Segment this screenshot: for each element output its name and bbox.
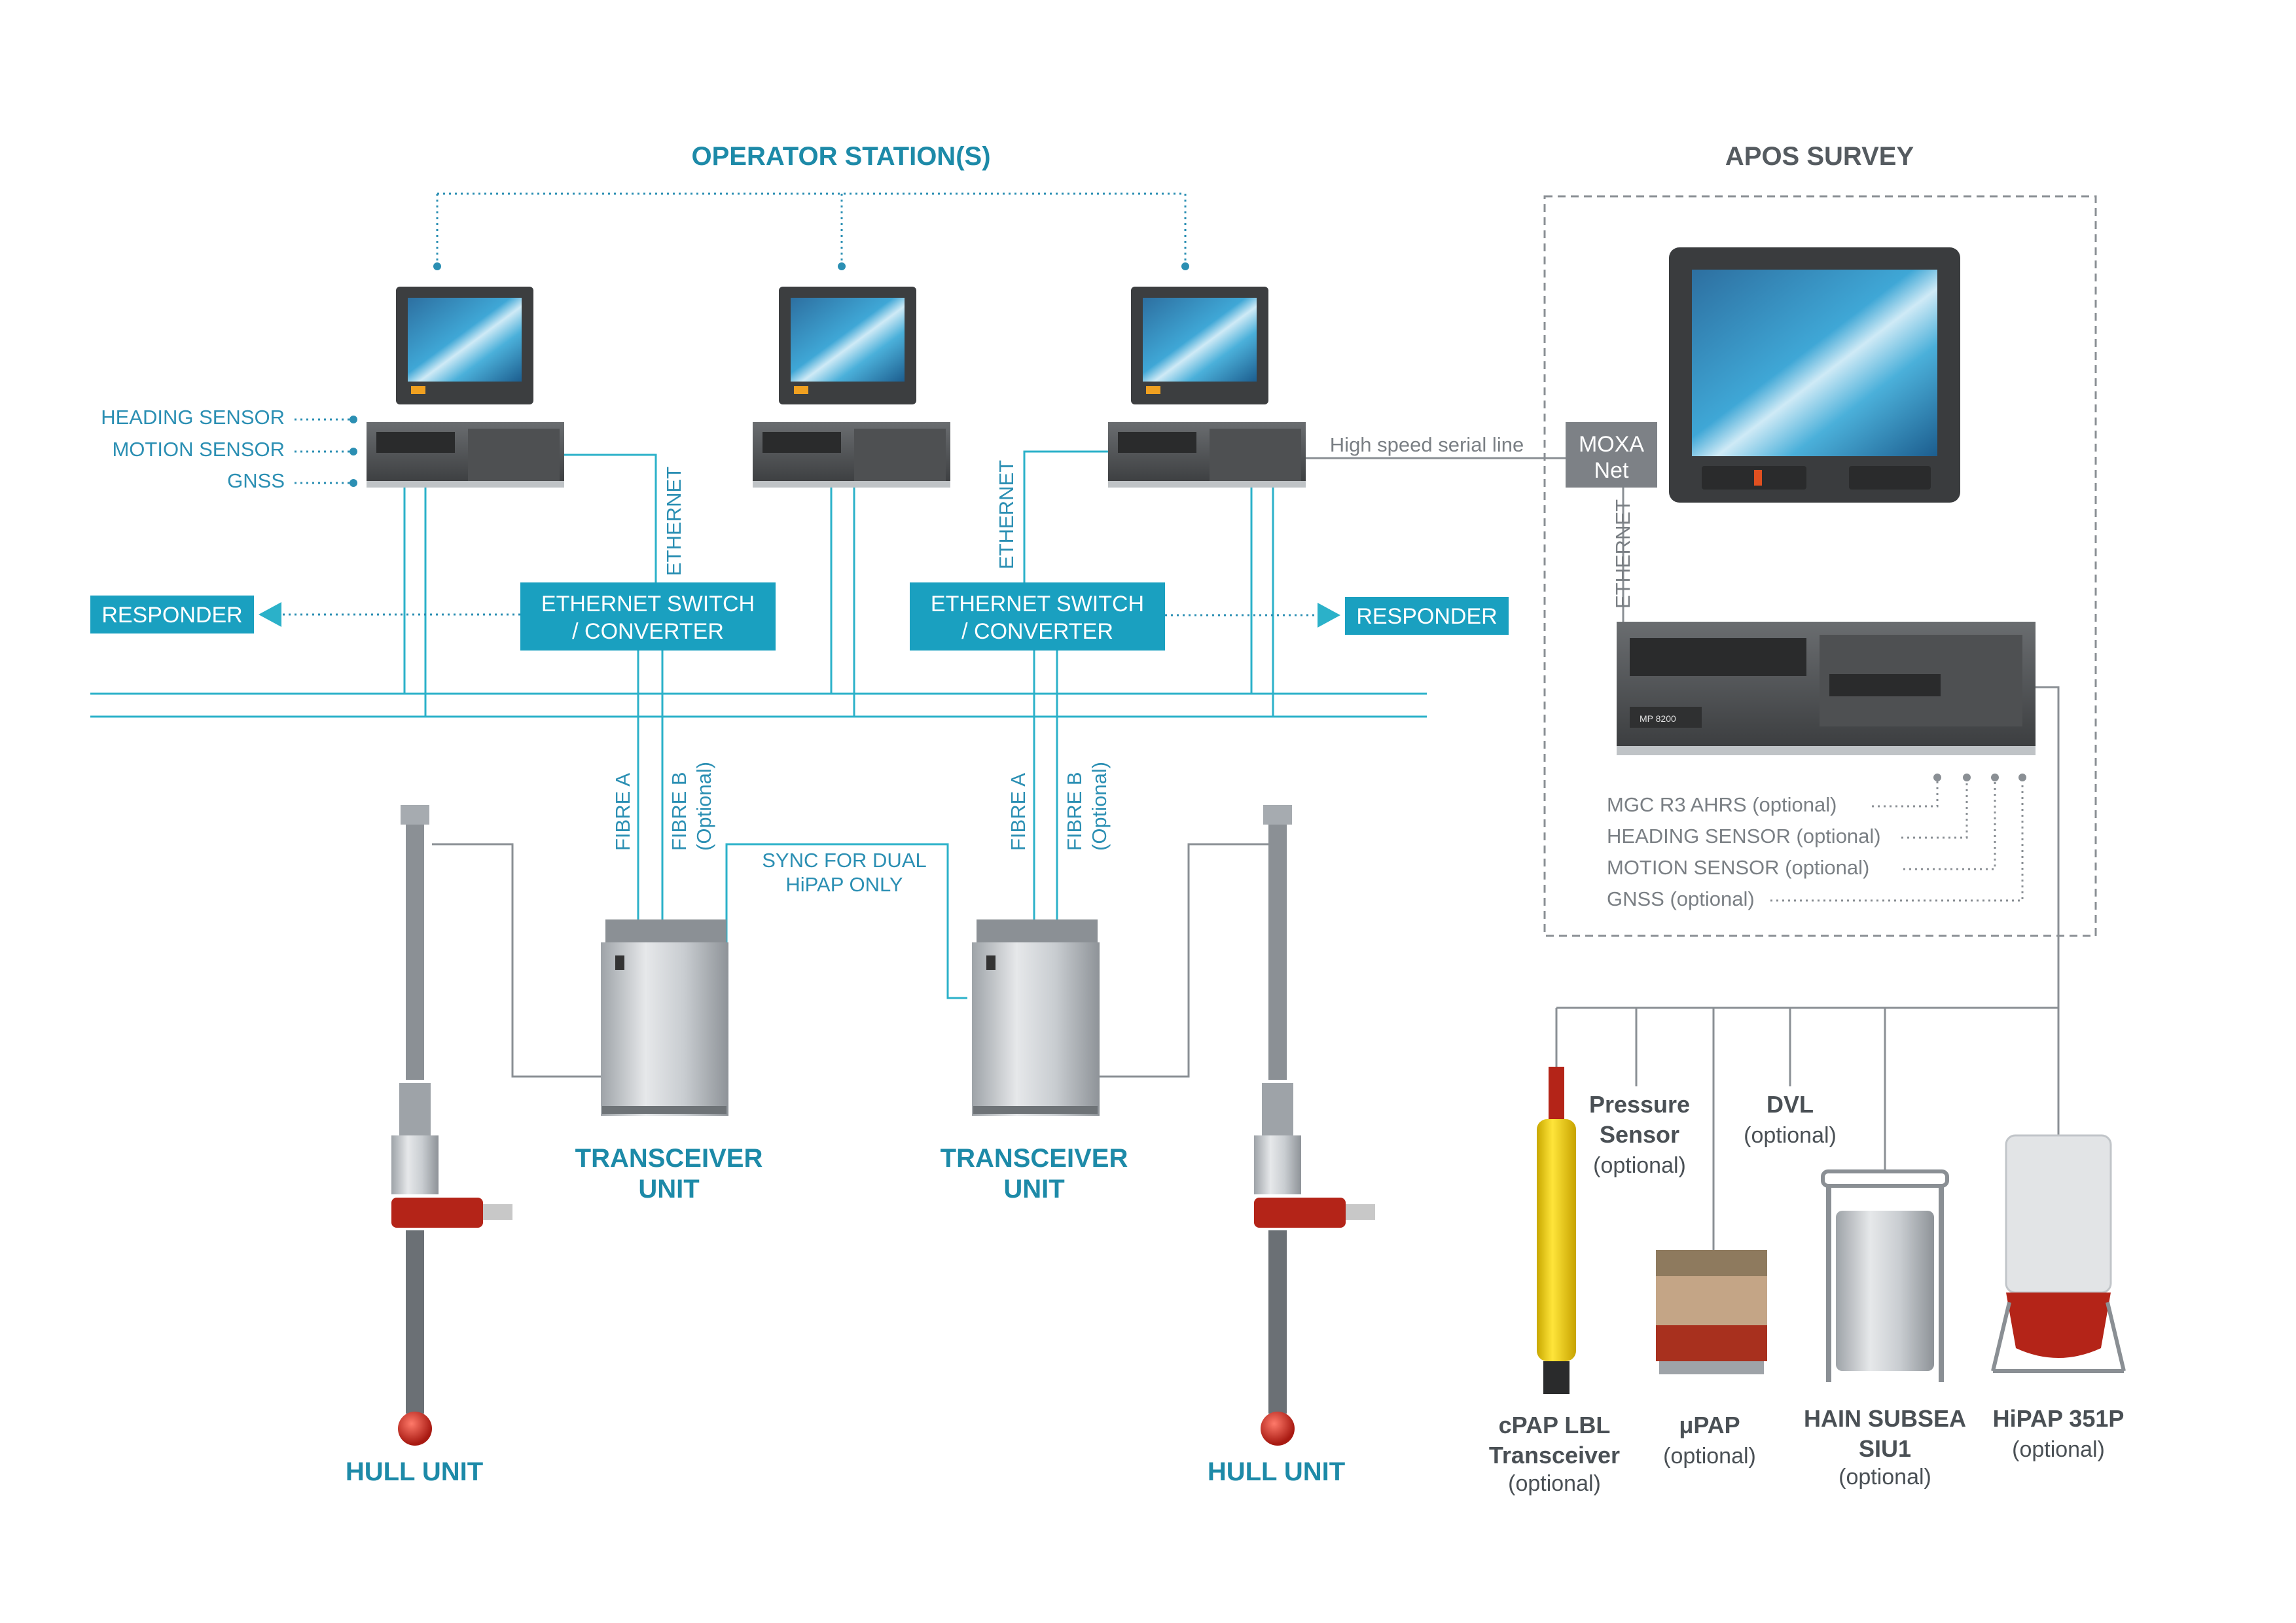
transceiver-right-label-2: UNIT bbox=[1003, 1175, 1064, 1204]
apos-input-mgc: MGC R3 AHRS (optional) bbox=[1607, 793, 1837, 816]
operator-station-2 bbox=[753, 287, 950, 488]
fibre-b-right: FIBRE B bbox=[1063, 772, 1086, 851]
hipap-label-2: (optional) bbox=[2012, 1437, 2105, 1462]
responder-left-label: RESPONDER bbox=[101, 603, 242, 628]
apos-input-heading: HEADING SENSOR (optional) bbox=[1607, 825, 1881, 847]
ethernet-switch-right-label-2: / CONVERTER bbox=[961, 619, 1113, 644]
pc-model-label: MP 8200 bbox=[1640, 713, 1676, 724]
upap-label-2: (optional) bbox=[1663, 1444, 1756, 1469]
cpap-label-2: Transceiver bbox=[1489, 1442, 1620, 1469]
sensor-dot bbox=[350, 416, 357, 423]
sensor-label-motion: MOTION SENSOR bbox=[112, 438, 285, 461]
hull-unit-left bbox=[391, 805, 512, 1446]
fibre-lines-left bbox=[637, 651, 664, 926]
fibre-a-left: FIBRE A bbox=[611, 773, 634, 851]
responder-left bbox=[90, 596, 254, 633]
ethernet-switch-left bbox=[520, 582, 776, 651]
transceiver-left-label-1: TRANSCEIVER bbox=[575, 1144, 763, 1173]
network-bus bbox=[90, 692, 1427, 718]
apos-survey-title: APOS SURVEY bbox=[1725, 142, 1914, 171]
hull-unit-right-label: HULL UNIT bbox=[1208, 1457, 1345, 1486]
serial-line-label: High speed serial line bbox=[1330, 433, 1524, 456]
fibre-lines-right bbox=[1033, 651, 1058, 926]
ethernet-link-left bbox=[564, 454, 657, 582]
apos-input-gnss: GNSS (optional) bbox=[1607, 887, 1755, 910]
moxa-label-2: Net bbox=[1594, 458, 1629, 483]
sensor-dot bbox=[350, 479, 357, 487]
pressure-label-2: Sensor bbox=[1600, 1121, 1679, 1148]
sensor-label-gnss: GNSS bbox=[227, 469, 285, 492]
input-dot bbox=[1933, 774, 1941, 781]
hain-subsea-device bbox=[1821, 1169, 1949, 1382]
moxa-net-box bbox=[1566, 422, 1657, 488]
ethernet-link-right bbox=[1023, 450, 1108, 582]
apos-input-leaders bbox=[1770, 780, 2024, 902]
apos-survey-boundary bbox=[1543, 195, 2097, 937]
ethernet-switch-right bbox=[910, 582, 1165, 651]
arrow-icon bbox=[259, 602, 281, 627]
input-dot bbox=[2018, 774, 2026, 781]
responder-right-label: RESPONDER bbox=[1356, 604, 1497, 629]
ethernet-switch-right-label-1: ETHERNET SWITCH bbox=[931, 592, 1144, 616]
hull-link-left bbox=[432, 843, 601, 1078]
fibre-b-left-note: (Optional) bbox=[692, 762, 715, 851]
input-dot bbox=[1963, 774, 1971, 781]
operator-station-3 bbox=[1108, 287, 1306, 488]
transceiver-unit-right bbox=[972, 919, 1100, 1116]
hipap-label-1: HiPAP 351P bbox=[1993, 1405, 2125, 1432]
cpap-label-1: cPAP LBL bbox=[1499, 1412, 1611, 1438]
operator-bracket bbox=[436, 192, 1187, 265]
sync-link bbox=[725, 843, 967, 999]
responder-right bbox=[1345, 597, 1509, 635]
sensor-label-heading: HEADING SENSOR bbox=[101, 406, 285, 429]
transceiver-unit-left bbox=[601, 919, 728, 1116]
cpap-label-3: (optional) bbox=[1508, 1471, 1601, 1496]
hain-label-2: SIU1 bbox=[1859, 1435, 1911, 1462]
apos-device-bus bbox=[1555, 686, 2060, 1250]
hain-label-3: (optional) bbox=[1839, 1465, 1931, 1489]
ethernet-switch-left-label-2: / CONVERTER bbox=[572, 619, 724, 644]
transceiver-right-label-1: TRANSCEIVER bbox=[941, 1144, 1128, 1173]
hull-unit-left-label: HULL UNIT bbox=[346, 1457, 483, 1486]
transceiver-left-label-2: UNIT bbox=[638, 1175, 699, 1204]
ethernet-label-left: ETHERNET bbox=[662, 467, 685, 576]
moxa-label-1: MOXA bbox=[1579, 432, 1644, 457]
sensor-leaders bbox=[295, 418, 352, 484]
operator-stations-title: OPERATOR STATION(S) bbox=[691, 142, 990, 171]
input-dot bbox=[1991, 774, 1999, 781]
upap-device bbox=[1656, 1250, 1767, 1374]
operator-station-1 bbox=[367, 287, 564, 488]
bracket-dot bbox=[433, 262, 441, 270]
sync-label-1: SYNC FOR DUAL bbox=[762, 849, 926, 872]
dvl-label-2: (optional) bbox=[1744, 1123, 1837, 1148]
bracket-dot bbox=[1181, 262, 1189, 270]
apos-ethernet-label: ETHERNET bbox=[1611, 499, 1634, 609]
station-drops bbox=[403, 488, 1274, 717]
sync-label-2: HiPAP ONLY bbox=[785, 873, 903, 896]
apos-monitor bbox=[1669, 247, 1960, 503]
bracket-dot bbox=[838, 262, 846, 270]
hipap-device bbox=[1991, 1134, 2126, 1373]
apos-input-motion: MOTION SENSOR (optional) bbox=[1607, 856, 1869, 879]
dvl-label-1: DVL bbox=[1767, 1091, 1814, 1118]
cpap-device bbox=[1537, 1067, 1576, 1394]
arrow-icon bbox=[1318, 603, 1340, 628]
fibre-a-right: FIBRE A bbox=[1007, 773, 1030, 851]
sensor-dot bbox=[350, 448, 357, 455]
upap-label-1: μPAP bbox=[1679, 1412, 1740, 1438]
hull-unit-right bbox=[1254, 805, 1375, 1446]
hull-link-right bbox=[1100, 843, 1275, 1078]
hain-label-1: HAIN SUBSEA bbox=[1804, 1405, 1966, 1432]
ethernet-switch-left-label-1: ETHERNET SWITCH bbox=[541, 592, 755, 616]
fibre-b-left: FIBRE B bbox=[668, 772, 691, 851]
fibre-b-right-note: (Optional) bbox=[1088, 762, 1111, 851]
ethernet-label-right: ETHERNET bbox=[995, 460, 1018, 569]
pressure-label-1: Pressure bbox=[1589, 1091, 1690, 1118]
apos-pc: MP 8200 bbox=[1617, 622, 2036, 755]
pressure-label-3: (optional) bbox=[1593, 1153, 1686, 1178]
